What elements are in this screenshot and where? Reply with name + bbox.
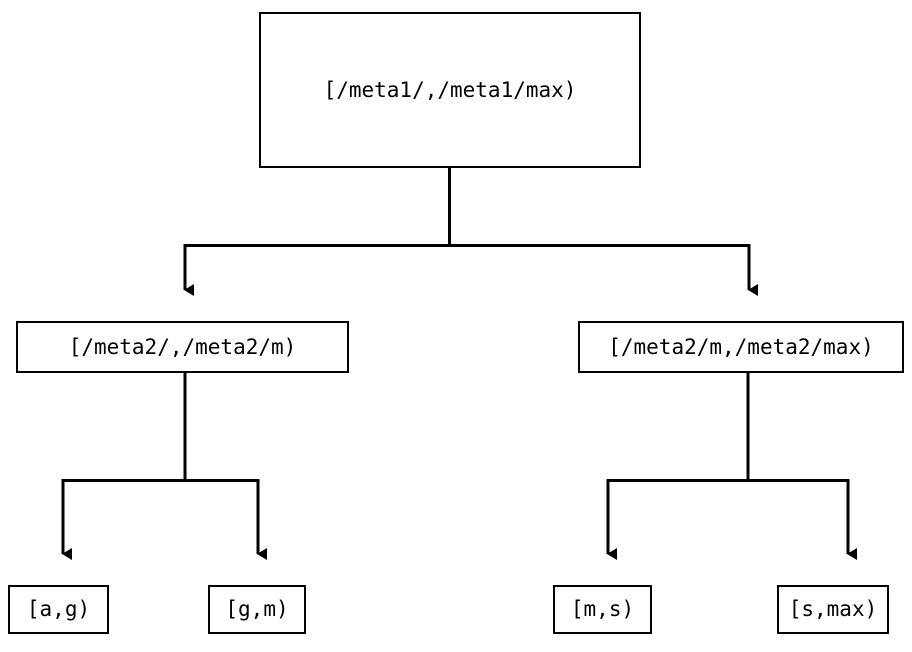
edge-mid-left-to-children xyxy=(61,372,267,560)
node-leaf-1[interactable]: [a,g) xyxy=(8,585,109,634)
node-mid-right-label: [/meta2/m,/meta2/max) xyxy=(608,334,874,359)
node-root[interactable]: [/meta1/,/meta1/max) xyxy=(259,12,641,168)
node-leaf-3-label: [m,s) xyxy=(570,597,635,621)
node-leaf-2[interactable]: [g,m) xyxy=(208,585,306,634)
edge-root-to-children xyxy=(183,167,758,296)
node-leaf-2-label: [g,m) xyxy=(225,597,289,621)
node-mid-right[interactable]: [/meta2/m,/meta2/max) xyxy=(578,321,904,373)
node-mid-left-label: [/meta2/,/meta2/m) xyxy=(68,334,297,359)
edge-mid-right-to-children xyxy=(606,372,857,560)
node-leaf-4[interactable]: [s,max) xyxy=(777,585,889,634)
node-leaf-1-label: [a,g) xyxy=(26,597,91,621)
node-root-label: [/meta1/,/meta1/max) xyxy=(323,77,577,102)
node-leaf-4-label: [s,max) xyxy=(788,597,878,621)
node-mid-left[interactable]: [/meta2/,/meta2/m) xyxy=(16,321,349,373)
node-leaf-3[interactable]: [m,s) xyxy=(553,585,652,634)
